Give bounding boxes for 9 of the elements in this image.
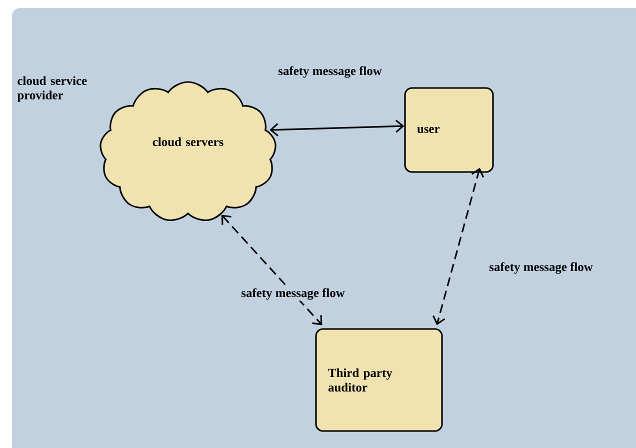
edge-label: safety message flow xyxy=(490,262,593,274)
edge-label: safety message flow xyxy=(278,66,382,78)
process-box: Third party auditor xyxy=(315,328,443,432)
edge-label: safety message flow xyxy=(242,288,345,300)
arrow xyxy=(432,168,484,326)
process-box: user xyxy=(404,87,494,173)
arrow xyxy=(221,214,322,326)
caption-text: cloud service provider xyxy=(17,76,87,102)
arrow xyxy=(270,120,404,136)
